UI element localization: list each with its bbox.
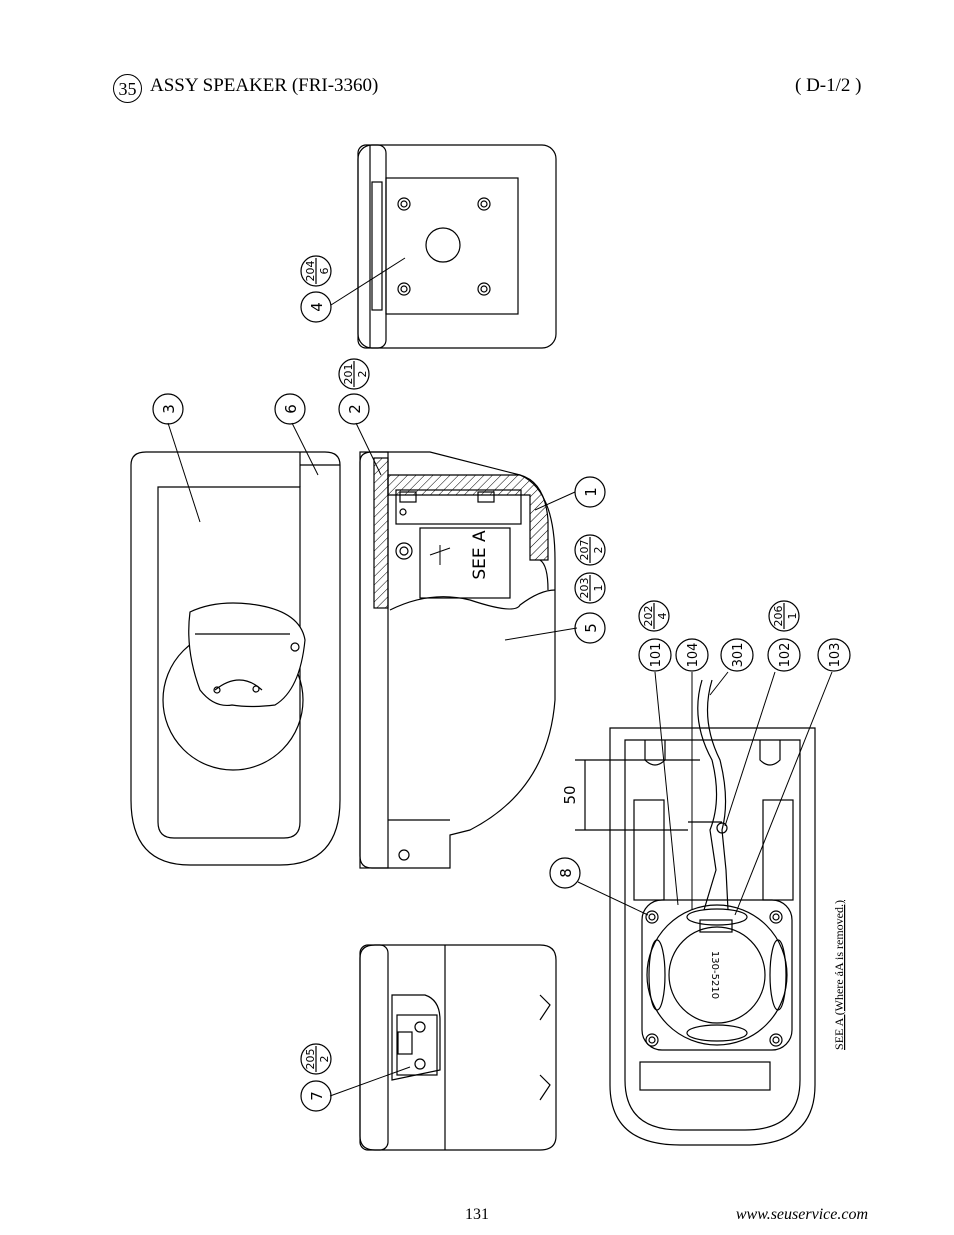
callout-2-sub: 201 2: [338, 358, 370, 390]
dimension-50: 50: [561, 785, 579, 804]
callout-102-sub-bottom: 1: [786, 613, 799, 620]
callout-104-label: 104: [686, 643, 701, 668]
callout-7-sub: 205 2: [300, 1043, 332, 1075]
see-a-label: SEE A: [470, 530, 490, 580]
callout-5-sub: 203 1: [574, 572, 606, 604]
callout-2-sub-top: 201: [342, 364, 355, 385]
leader-lines: [167, 257, 833, 1097]
callout-1: 1: [574, 476, 606, 508]
callout-4-sub-top: 204: [304, 261, 317, 282]
callout-5-label: 5: [582, 623, 600, 633]
page-number: 131: [465, 1206, 489, 1223]
callout-103-label: 103: [828, 643, 843, 668]
callout-101-label: 101: [649, 643, 664, 668]
callout-3: 3: [152, 393, 184, 425]
callout-2-label: 2: [346, 404, 364, 414]
callout-301: 301: [720, 638, 754, 672]
sheet-reference: ( D-1/2 ): [795, 75, 862, 96]
callout-8: 8: [549, 857, 581, 889]
callout-102-sub-top: 206: [772, 606, 785, 627]
callout-102: 102: [767, 638, 801, 672]
callout-102-label: 102: [778, 643, 793, 668]
callout-207-sub: 207 2: [574, 534, 606, 566]
speaker-code: 130-5210: [709, 951, 720, 999]
callout-7-label: 7: [308, 1091, 326, 1101]
callout-1-label: 1: [582, 487, 600, 497]
callout-5-sub-bottom: 1: [592, 585, 605, 592]
side-section-view: [359, 451, 556, 869]
callout-104: 104: [675, 638, 709, 672]
callout-4-label: 4: [308, 302, 326, 312]
callout-7-sub-top: 205: [304, 1049, 317, 1070]
callout-6: 6: [274, 393, 306, 425]
callout-207-sub-bottom: 2: [592, 547, 605, 554]
callout-101-sub-bottom: 4: [656, 613, 669, 620]
callout-101: 101: [638, 638, 672, 672]
section-number: 35: [113, 74, 142, 103]
top-view: [357, 144, 557, 349]
callout-101-sub-top: 202: [642, 606, 655, 627]
callout-2: 2: [338, 393, 370, 425]
callout-2-sub-bottom: 2: [356, 371, 369, 378]
callout-4-sub: 204 6: [300, 255, 332, 287]
front-view: [130, 451, 341, 866]
callouts: 4 204 6 3 6 2 201 2 1 207 2 203 1 5 202 …: [152, 255, 851, 1112]
callout-101-sub: 202 4: [638, 600, 670, 632]
page-title: ASSY SPEAKER (FRI-3360): [150, 75, 379, 96]
see-a-note: SEE A (Where áA is removed.): [832, 900, 846, 1050]
callout-301-label: 301: [731, 643, 746, 668]
callout-102-sub: 206 1: [768, 600, 800, 632]
see-a-view: [575, 679, 816, 1146]
callout-5: 5: [574, 612, 606, 644]
bottom-view: [359, 944, 557, 1151]
callout-207-sub-top: 207: [578, 540, 591, 561]
callout-7-sub-bottom: 2: [318, 1056, 331, 1063]
callout-8-label: 8: [557, 868, 575, 878]
website-link[interactable]: www.seuservice.com: [735, 1206, 868, 1223]
callout-3-label: 3: [160, 404, 178, 414]
callout-4-sub-bottom: 6: [318, 268, 331, 275]
callout-103: 103: [817, 638, 851, 672]
callout-5-sub-top: 203: [578, 578, 591, 599]
callout-6-label: 6: [282, 404, 300, 414]
callout-4: 4: [300, 291, 332, 323]
callout-7: 7: [300, 1080, 332, 1112]
